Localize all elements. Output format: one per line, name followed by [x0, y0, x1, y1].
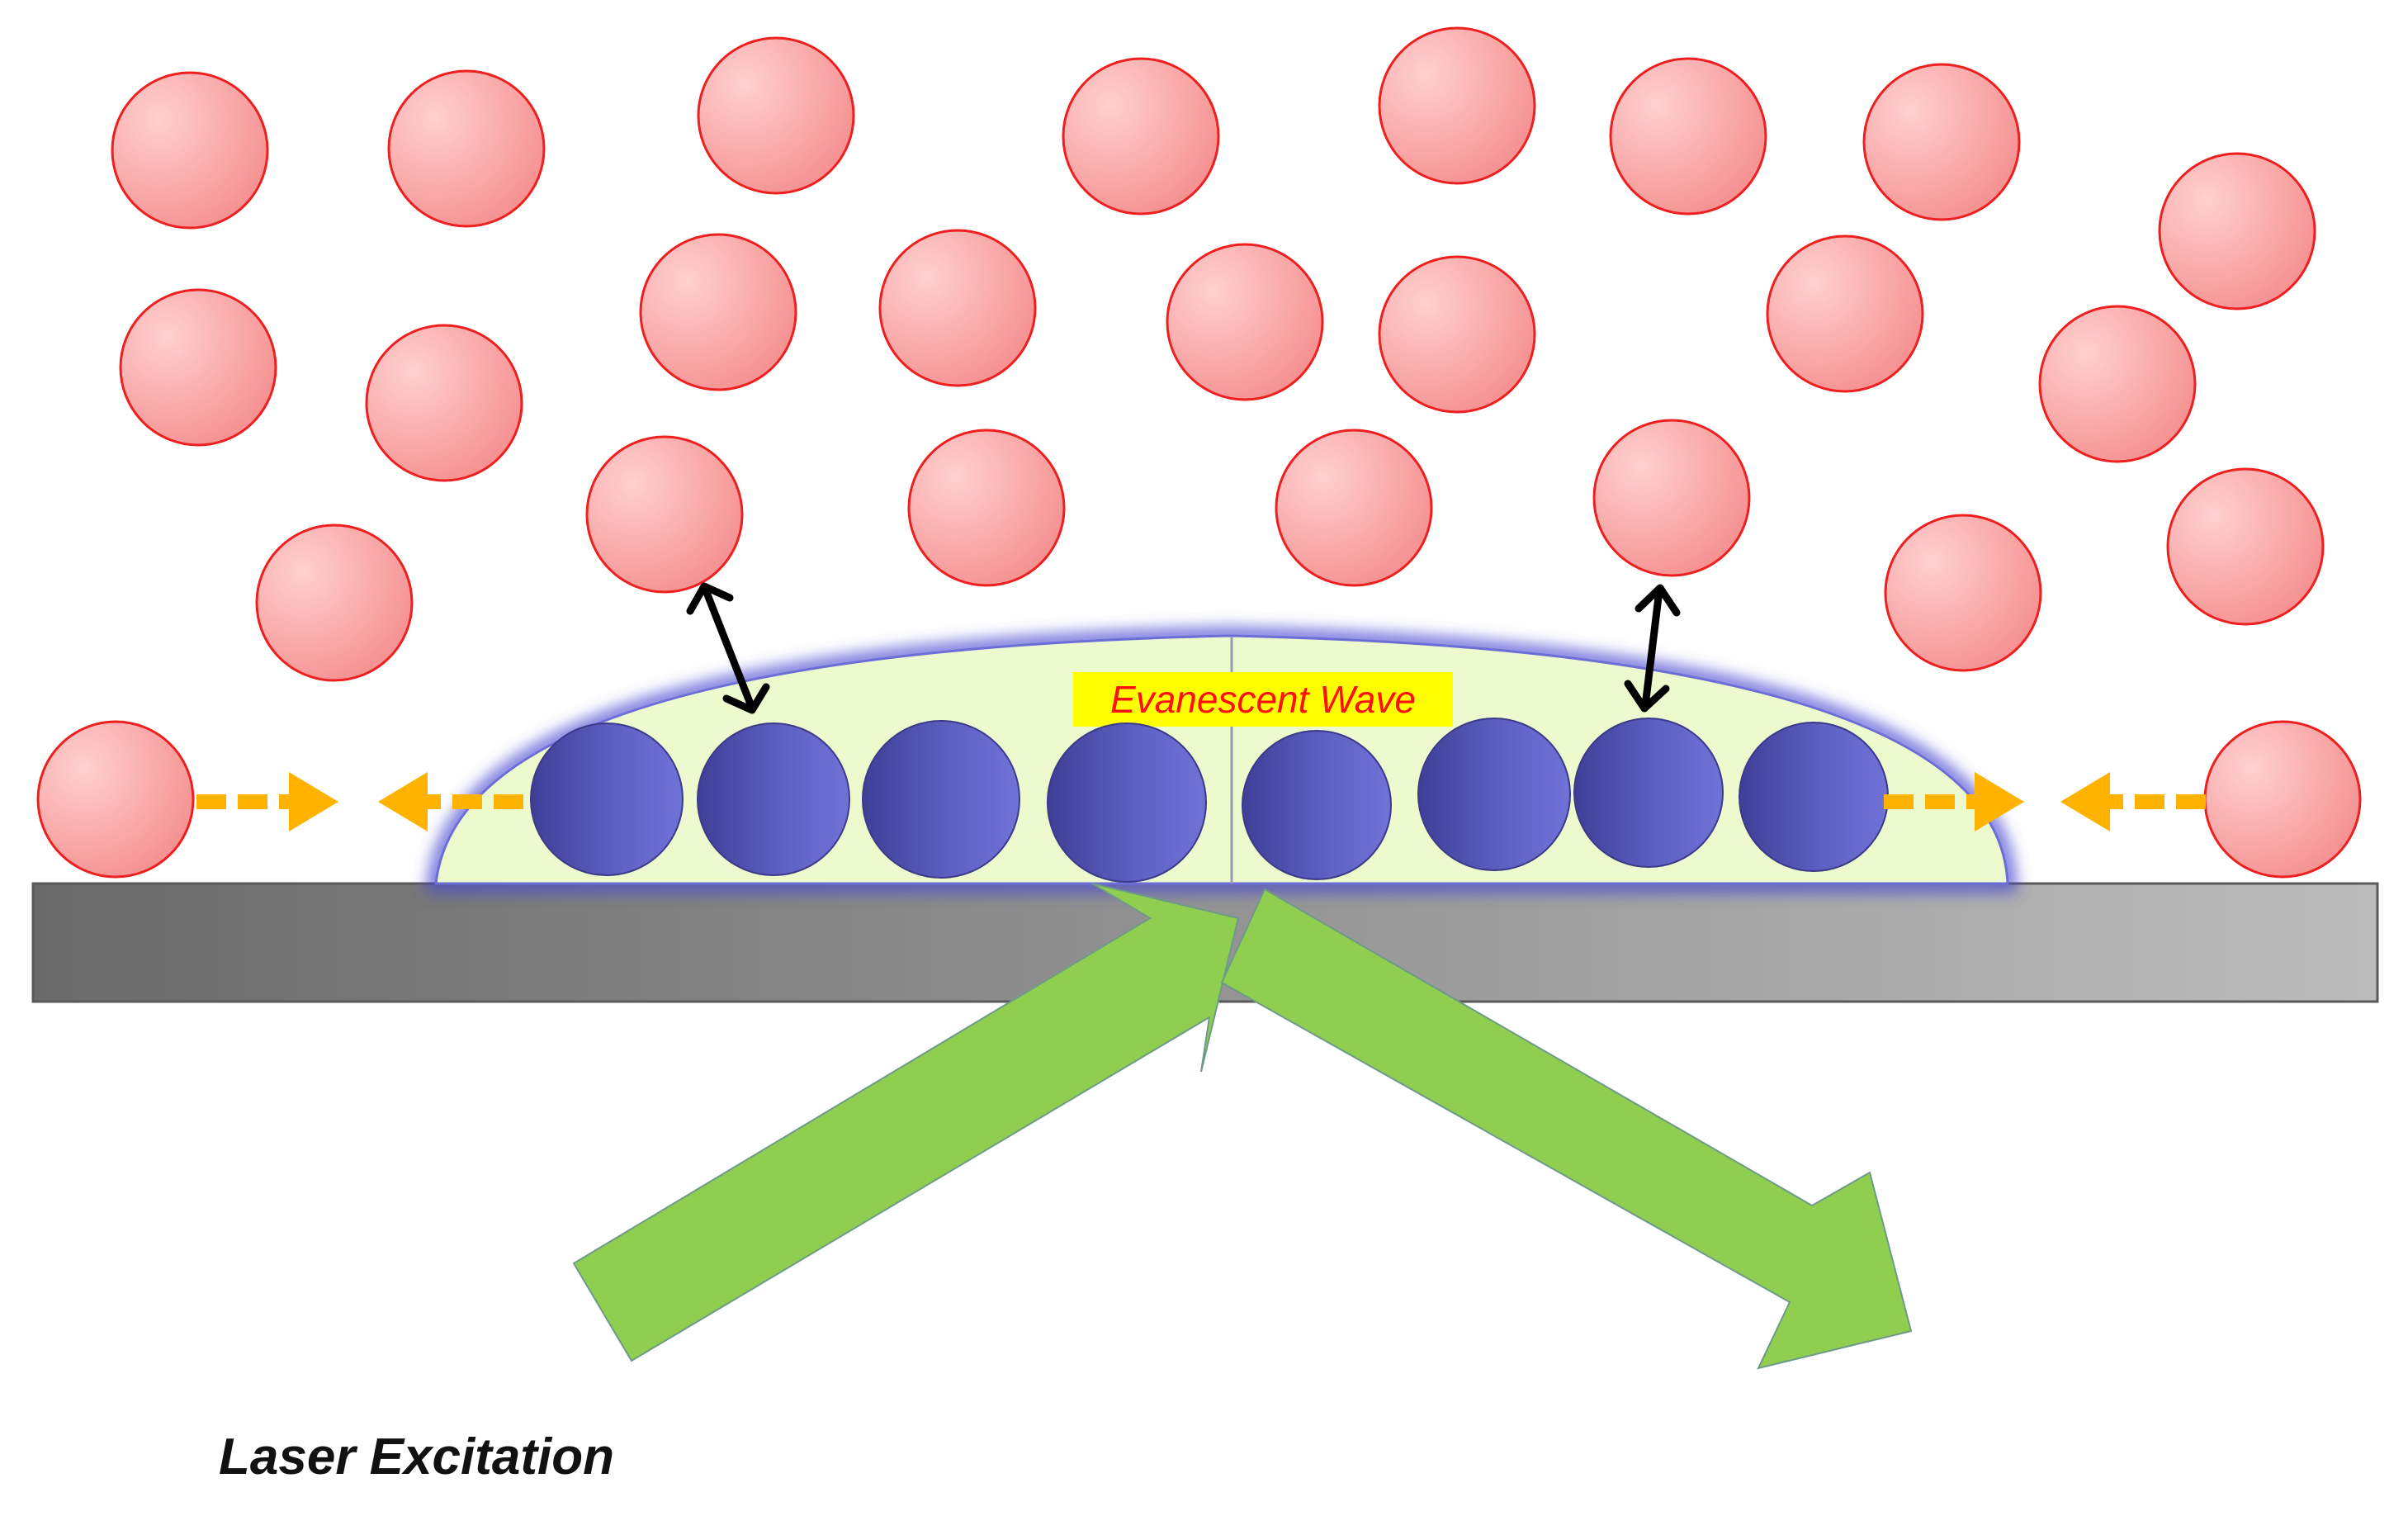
free-particle-icon	[1592, 419, 1751, 577]
bound-particle-icon	[1047, 722, 1207, 883]
free-particle-icon	[878, 229, 1037, 387]
free-particle-icon	[36, 720, 195, 879]
bound-particle-icon	[530, 722, 684, 876]
bound-particle-icon	[1573, 718, 1724, 868]
dashed-arrow-icon	[196, 772, 338, 831]
free-particle-icon	[639, 233, 797, 391]
free-particle-icon	[1862, 63, 2021, 221]
laser-excitation-label: Laser Excitation	[219, 1428, 614, 1485]
bound-particle-icon	[1417, 718, 1571, 871]
double-headed-arrow-icon	[1624, 584, 1681, 713]
evanescent-wave-text: Evanescent Wave	[1110, 678, 1416, 721]
laser-beams	[572, 883, 1913, 1370]
free-particle-icon	[907, 429, 1066, 587]
free-particle-icon	[2166, 467, 2325, 626]
free-particle-icon	[2158, 152, 2316, 310]
double-headed-arrow-icon	[686, 582, 770, 714]
free-particle-icon	[387, 69, 546, 228]
incident-laser-beam-icon	[572, 883, 1240, 1362]
free-particle-icon	[1378, 255, 1536, 414]
free-particle-icon	[1884, 514, 2042, 672]
bound-particles	[530, 718, 1889, 883]
free-particle-icon	[1766, 235, 1924, 393]
dashed-arrow-icon	[378, 772, 523, 831]
free-particle-icon	[1166, 243, 1324, 401]
reflected-laser-beam-icon	[1220, 888, 1913, 1370]
free-particle-icon	[1275, 429, 1433, 587]
free-particle-icon	[1378, 26, 1536, 185]
free-particle-icon	[119, 288, 277, 447]
free-particle-icon	[585, 435, 744, 594]
exchange-arrows	[686, 582, 1681, 714]
evanescent-wave-label: Evanescent Wave	[1073, 672, 1453, 727]
dashed-arrow-icon	[2060, 772, 2206, 831]
bound-particle-icon	[697, 722, 850, 876]
bound-particle-icon	[1739, 722, 1889, 872]
bound-particle-icon	[862, 720, 1020, 879]
free-particle-icon	[111, 71, 269, 230]
free-particle-icon	[1062, 57, 1220, 216]
free-particle-icon	[2038, 305, 2197, 463]
dashed-arrow-icon	[1884, 772, 2024, 831]
free-particles	[36, 26, 2362, 879]
diffusion-arrows	[196, 772, 2206, 831]
free-particle-icon	[1609, 57, 1767, 216]
free-particle-icon	[2203, 720, 2362, 879]
bound-particle-icon	[1242, 730, 1392, 880]
free-particle-icon	[255, 523, 414, 682]
free-particle-icon	[365, 324, 523, 482]
free-particle-icon	[697, 36, 855, 195]
